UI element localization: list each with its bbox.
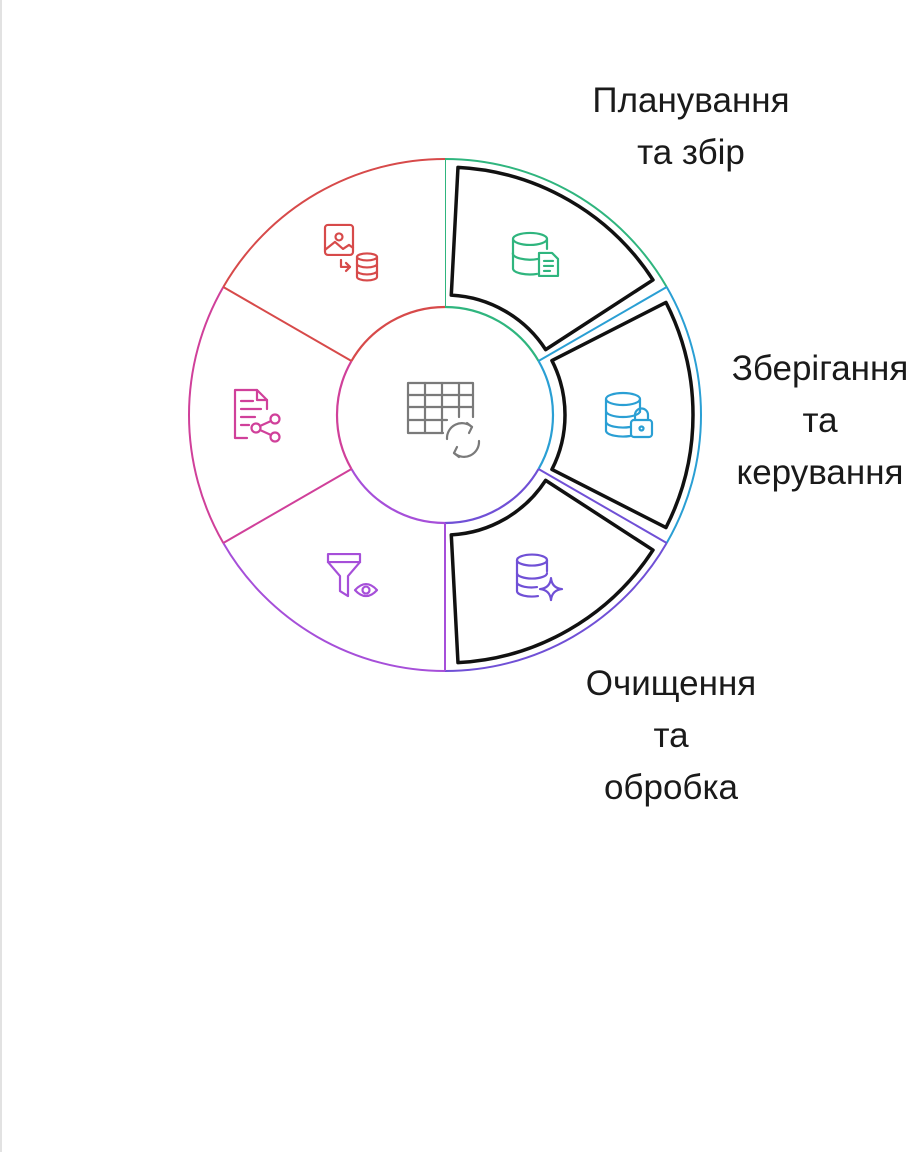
segment-fill-ingest <box>223 159 445 361</box>
segment-highlight-storage <box>550 300 695 530</box>
segment-inner-arc-storage <box>537 360 555 470</box>
center-hub <box>339 309 551 521</box>
segment-arc-planning <box>444 158 668 288</box>
segment-divider-cleaning <box>538 468 668 544</box>
stage-label-cleaning-line-3: обробка <box>603 768 739 807</box>
segment-cleaning <box>444 468 668 672</box>
document-share-icon <box>233 388 281 443</box>
segment-inner-arc-planning <box>444 305 540 362</box>
stage-label-planning-line-1: Планування <box>592 81 790 120</box>
cycle-segments <box>188 158 702 672</box>
stage-label-planning: Планування та збір <box>580 75 802 179</box>
image-to-database-icon <box>323 223 379 282</box>
segment-divider-storage <box>538 286 668 362</box>
segment-filtering <box>222 468 446 672</box>
stage-label-planning-line-2: та збір <box>637 133 745 172</box>
filter-eye-icon <box>326 552 379 598</box>
segment-arc-cleaning <box>444 542 668 672</box>
segment-inner-arc-filtering <box>350 468 446 525</box>
segment-divider-sharing <box>222 468 352 544</box>
segment-planning <box>444 158 668 362</box>
segment-arc-storage <box>665 286 702 544</box>
database-document-icon <box>511 231 560 278</box>
stage-label-storage: Зберігання та керування <box>718 343 922 499</box>
stage-label-storage-line-1: Зберігання <box>731 349 909 388</box>
segment-fill-sharing <box>189 287 352 543</box>
segment-arc-sharing <box>188 286 225 544</box>
segment-ingest <box>222 158 446 362</box>
page-edge-line <box>0 0 2 1152</box>
segment-highlight-planning <box>449 165 655 352</box>
segment-storage <box>537 286 702 544</box>
stage-label-cleaning-line-1: Очищення <box>585 664 757 703</box>
table-sync-icon <box>406 381 481 459</box>
segment-sharing <box>188 286 353 544</box>
stage-label-storage-line-2: та <box>802 401 838 440</box>
database-sparkle-icon <box>515 553 564 602</box>
center-circle <box>339 309 551 521</box>
segment-highlight-cleaning <box>449 478 655 665</box>
stage-label-cleaning: Очищення та обробка <box>566 658 776 814</box>
segment-divider-ingest <box>222 286 352 362</box>
segment-inner-arc-cleaning <box>444 468 540 525</box>
segment-arc-filtering <box>222 542 446 672</box>
segment-inner-arc-sharing <box>335 360 353 470</box>
stage-label-storage-line-3: керування <box>736 453 904 492</box>
database-lock-icon <box>604 391 654 439</box>
stage-label-cleaning-line-2: та <box>653 716 689 755</box>
segment-inner-arc-ingest <box>350 305 446 362</box>
segment-arc-ingest <box>222 158 446 288</box>
